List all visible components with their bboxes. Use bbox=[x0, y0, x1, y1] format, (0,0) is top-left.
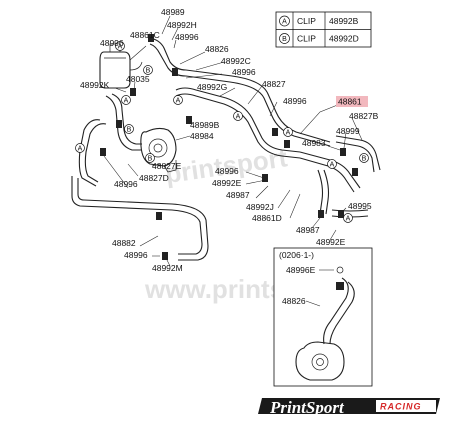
leader-lines bbox=[103, 15, 363, 267]
label-48827: 48827 bbox=[262, 79, 286, 89]
legend-marker-b: B bbox=[282, 36, 287, 43]
label-48999: 48999 bbox=[336, 126, 360, 136]
label-48996-f: 48996 bbox=[215, 166, 239, 176]
label-48827e: 48827E bbox=[152, 161, 182, 171]
label-48992j: 48992J bbox=[246, 202, 274, 212]
oil-reservoir bbox=[99, 43, 143, 89]
label-48882: 48882 bbox=[112, 238, 136, 248]
legend-type-a: CLIP bbox=[297, 16, 316, 26]
label-48861d: 48861D bbox=[252, 213, 282, 223]
clip-fittings bbox=[100, 34, 358, 260]
part-labels: 48989 48992H 48861C 48996 48996 48826 48… bbox=[80, 7, 379, 273]
label-48996-c: 48996 bbox=[232, 67, 256, 77]
legend-marker-a: A bbox=[282, 19, 287, 26]
label-48992e-a: 48992E bbox=[212, 178, 242, 188]
hose-routes bbox=[71, 37, 381, 261]
label-48826-top: 48826 bbox=[205, 44, 229, 54]
marker-b-2: B bbox=[127, 127, 132, 134]
label-48996e: 48996E bbox=[286, 265, 316, 275]
marker-a-8: A bbox=[346, 216, 351, 223]
label-48989: 48989 bbox=[161, 7, 185, 17]
marker-a-7: A bbox=[330, 162, 335, 169]
label-48996-a: 48996 bbox=[175, 32, 199, 42]
marker-b-1: B bbox=[146, 68, 151, 75]
marker-a-2: A bbox=[124, 98, 129, 105]
brand-suffix-bg bbox=[376, 400, 436, 412]
label-48983: 48983 bbox=[302, 138, 326, 148]
label-48987-b: 48987 bbox=[296, 225, 320, 235]
callout-markers: A B A B A B A A A A B A bbox=[75, 41, 369, 223]
brand-suffix: RACING bbox=[380, 402, 422, 412]
label-48989b: 48989B bbox=[190, 120, 220, 130]
inset-detail: (0206·1-) 48996E 48826 bbox=[273, 247, 373, 387]
label-48992g: 48992G bbox=[197, 82, 227, 92]
label-48996-g: 48996 bbox=[124, 250, 148, 260]
marker-b-4: B bbox=[362, 156, 367, 163]
marker-a-6: A bbox=[286, 130, 291, 137]
marker-a-4: A bbox=[176, 98, 181, 105]
legend-part-a: 48992B bbox=[329, 16, 359, 26]
label-48992k: 48992K bbox=[80, 80, 110, 90]
marker-a-1: A bbox=[118, 44, 123, 51]
marker-a-5: A bbox=[236, 114, 241, 121]
label-48995: 48995 bbox=[348, 201, 372, 211]
label-48996-d: 48996 bbox=[283, 96, 307, 106]
label-48992h: 48992H bbox=[167, 20, 197, 30]
label-48996-b: 48996 bbox=[100, 38, 124, 48]
brand-logo: PrintSport RACING bbox=[258, 398, 440, 417]
label-48992c: 48992C bbox=[221, 56, 251, 66]
marker-b-3: B bbox=[148, 156, 153, 163]
brand-name: PrintSport bbox=[269, 398, 345, 417]
inset-frame bbox=[273, 247, 373, 387]
label-48035: 48035 bbox=[126, 74, 150, 84]
label-48987-a: 48987 bbox=[226, 190, 250, 200]
label-48827b: 48827B bbox=[349, 111, 379, 121]
legend-type-b: CLIP bbox=[297, 34, 316, 44]
label-48826-inset: 48826 bbox=[282, 296, 306, 306]
label-48992m: 48992M bbox=[152, 263, 183, 273]
legend-part-b: 48992D bbox=[329, 34, 359, 44]
legend-table: A B CLIP CLIP 48992B 48992D bbox=[275, 11, 372, 48]
label-48996-e: 48996 bbox=[114, 179, 138, 189]
label-48992e-b: 48992E bbox=[316, 237, 346, 247]
label-48861-highlighted: 48861 bbox=[338, 97, 362, 107]
highlight-48861 bbox=[336, 96, 368, 107]
label-48984: 48984 bbox=[190, 131, 214, 141]
label-48861c: 48861C bbox=[130, 30, 160, 40]
label-48827d: 48827D bbox=[139, 173, 169, 183]
inset-range-label: (0206·1-) bbox=[279, 250, 314, 260]
marker-a-3: A bbox=[78, 146, 83, 153]
